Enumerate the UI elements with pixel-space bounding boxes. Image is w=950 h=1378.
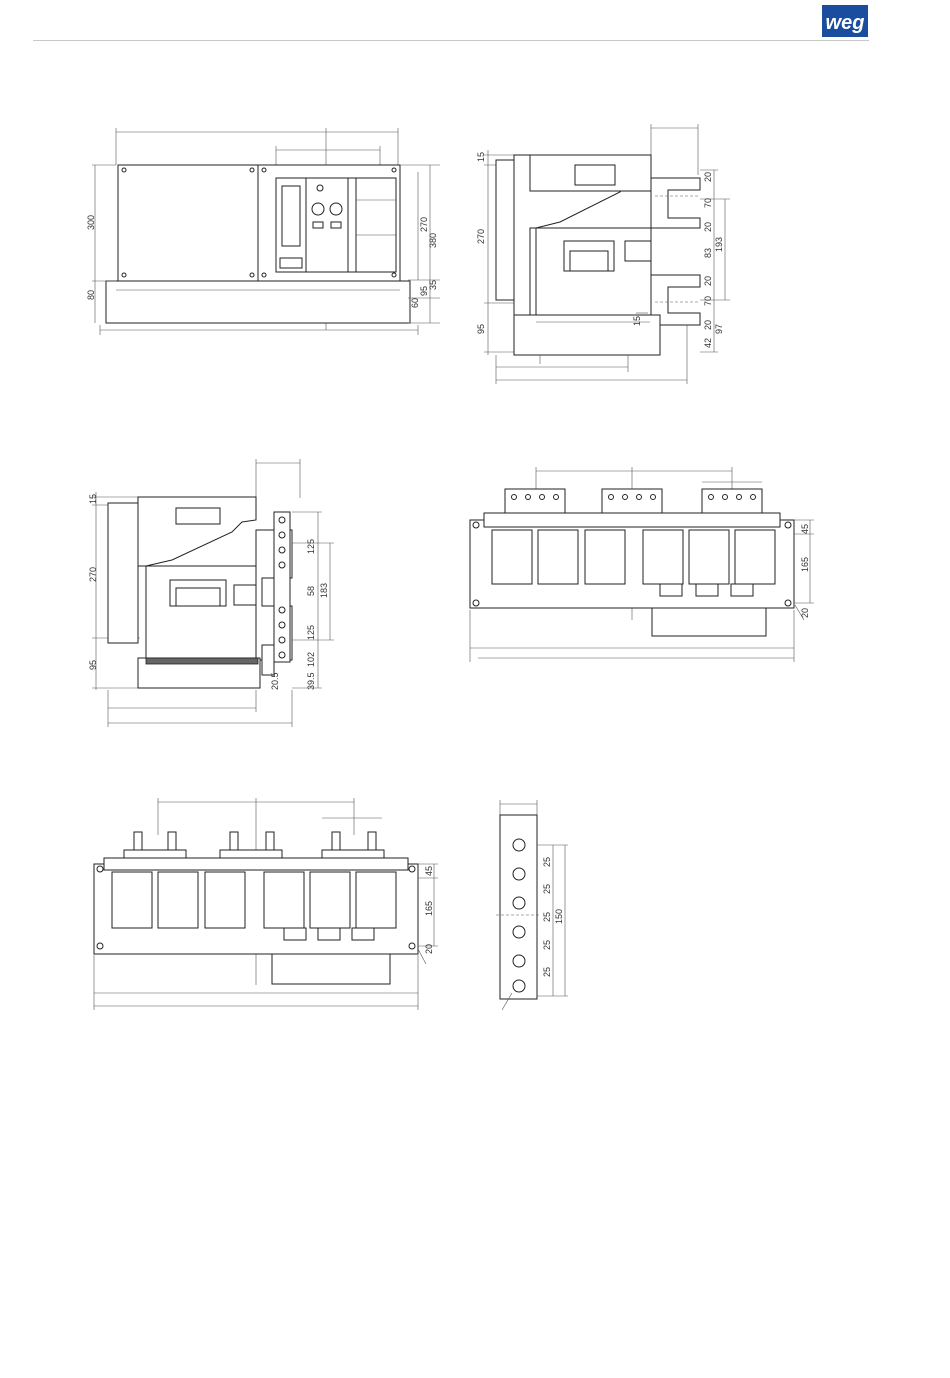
dim-text: 165: [800, 557, 810, 572]
dim-text: 20: [424, 944, 434, 954]
front-view: 300 80 270 380 35 95 60: [86, 128, 440, 335]
dim-text: 83: [703, 248, 713, 258]
dim-text: 270: [88, 567, 98, 582]
dim-text: 15: [632, 316, 642, 326]
dim-text: 125: [306, 539, 316, 554]
dim-text: 80: [86, 290, 96, 300]
dim-text: 193: [714, 237, 724, 252]
dim-text: 380: [428, 233, 438, 248]
dim-text: 70: [703, 296, 713, 306]
dim-text: 300: [86, 215, 96, 230]
dim-text: 42: [703, 338, 713, 348]
dim-text: 60: [410, 298, 420, 308]
dim-text: 165: [424, 901, 434, 916]
top-view-rear-terminals: 45 165 20: [94, 798, 438, 1010]
dim-text: 70: [703, 198, 713, 208]
dim-text: 183: [319, 583, 329, 598]
busbar-detail: 25 25 25 25 25 150: [496, 800, 568, 1010]
dim-text: 25: [542, 884, 552, 894]
top-view-front-terminals: 45 165 20: [470, 467, 814, 662]
dim-text: 45: [800, 524, 810, 534]
dim-text: 25: [542, 857, 552, 867]
dim-text: 15: [476, 152, 486, 162]
dim-text: 95: [419, 286, 429, 296]
dim-text: 150: [554, 909, 564, 924]
dim-text: 20.5: [270, 672, 280, 690]
dim-text: 25: [542, 912, 552, 922]
side-view-rear-connection: 15 270 95 125 58 183 125 102 39.5 20.5: [88, 459, 334, 727]
dim-text: 58: [306, 586, 316, 596]
dim-text: 25: [542, 940, 552, 950]
dim-text: 97: [714, 324, 724, 334]
dim-text: 45: [424, 866, 434, 876]
dim-text: 20: [703, 222, 713, 232]
dim-text: 20: [703, 320, 713, 330]
dim-text: 20: [800, 608, 810, 618]
dim-text: 95: [476, 324, 486, 334]
dim-text: 270: [476, 229, 486, 244]
dim-text: 20: [703, 276, 713, 286]
dim-text: 102: [306, 652, 316, 667]
dim-text: 25: [542, 967, 552, 977]
dim-text: 20: [703, 172, 713, 182]
dim-text: 35: [428, 280, 438, 290]
dim-text: 270: [419, 217, 429, 232]
dim-text: 125: [306, 625, 316, 640]
dim-text: 95: [88, 660, 98, 670]
dim-text: 39.5: [306, 672, 316, 690]
side-view-front-connection: 15 270 95 20 70 20 83 193 20 70 20 42 97…: [476, 124, 730, 384]
dim-text: 15: [88, 494, 98, 504]
